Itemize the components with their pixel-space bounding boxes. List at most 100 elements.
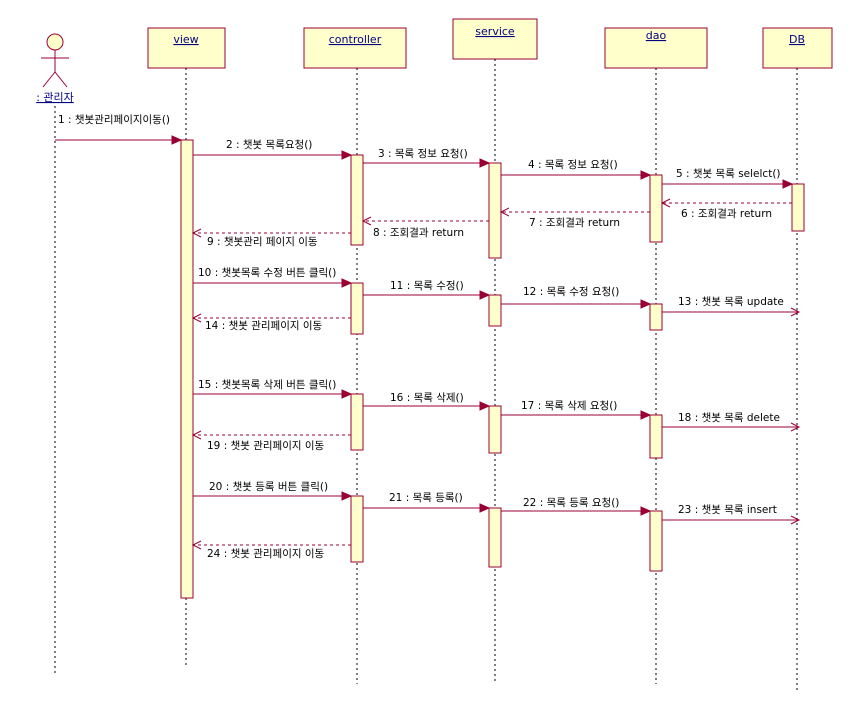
arrowhead-filled-icon: [479, 401, 491, 411]
message-label: 13 : 챗봇 목록 update: [678, 296, 784, 308]
arrowhead-filled-icon: [479, 158, 491, 168]
message-label: 17 : 목록 삭제 요청(): [521, 400, 617, 412]
message-4: 4 : 목록 정보 요청(): [501, 159, 652, 180]
arrowhead-open-icon: [790, 515, 801, 525]
activation-bar: [649, 174, 663, 243]
participant-dao: dao: [604, 27, 708, 684]
message-label: 11 : 목록 수정(): [390, 280, 464, 292]
message-11: 11 : 목록 수정(): [363, 280, 491, 300]
activation-bar: [791, 183, 805, 232]
arrowhead-filled-icon: [479, 290, 491, 300]
message-label: 10 : 챗봇목록 수정 버튼 클릭(): [198, 267, 336, 279]
message-17: 17 : 목록 삭제 요청(): [501, 400, 652, 420]
participant-name: dao: [646, 29, 667, 42]
activation-bar: [649, 303, 663, 331]
arrowhead-filled-icon: [341, 150, 353, 160]
activation-bar: [350, 495, 364, 563]
message-label: 2 : 챗봇 목록요청(): [226, 139, 312, 151]
activation-bar: [350, 154, 364, 246]
message-label: 18 : 챗봇 목록 delete: [678, 412, 780, 424]
message-10: 10 : 챗봇목록 수정 버튼 클릭(): [193, 267, 353, 288]
message-16: 16 : 목록 삭제(): [363, 392, 491, 411]
message-label: 20 : 챗봇 등록 버튼 클릭(): [209, 481, 328, 493]
message-label: 19 : 챗봇 관리페이지 이동: [207, 440, 325, 452]
participant-view: view: [147, 27, 226, 665]
message-label: 22 : 목록 등록 요청(): [523, 497, 619, 509]
activation-bar: [350, 393, 364, 451]
participant-name: DB: [789, 33, 805, 46]
arrowhead-open-icon: [790, 307, 801, 317]
activation-bar: [649, 414, 663, 459]
message-label: 23 : 챗봇 목록 insert: [678, 504, 777, 516]
message-13: 13 : 챗봇 목록 update: [662, 296, 801, 317]
actor-admin: : 관리자: [36, 33, 74, 676]
message-label: 12 : 목록 수정 요청(): [523, 286, 619, 298]
activation-bar: [488, 294, 502, 327]
participant-service: service: [452, 18, 538, 684]
arrowhead-filled-icon: [341, 491, 353, 501]
message-label: 6 : 조회결과 return: [681, 208, 772, 220]
message-label: 24 : 챗봇 관리페이지 이동: [207, 548, 325, 560]
actor-head-icon: [46, 33, 64, 51]
message-5: 5 : 챗봇 목록 selelct(): [662, 168, 794, 189]
arrowhead-filled-icon: [341, 278, 353, 288]
message-18: 18 : 챗봇 목록 delete: [662, 412, 801, 432]
message-14: 14 : 챗봇 관리페이지 이동: [191, 313, 351, 332]
message-label: 4 : 목록 정보 요청(): [528, 159, 618, 171]
message-label: 14 : 챗봇 관리페이지 이동: [205, 320, 323, 332]
message-label: 15 : 챗봇목록 삭제 버튼 클릭(): [198, 379, 336, 391]
message-12: 12 : 목록 수정 요청(): [501, 286, 652, 309]
activation-bar: [649, 510, 663, 572]
activation-bar: [488, 162, 502, 259]
arrowhead-filled-icon: [640, 299, 652, 309]
message-label: 5 : 챗봇 목록 selelct(): [676, 168, 781, 180]
message-3: 3 : 목록 정보 요청(): [363, 148, 491, 168]
arrowhead-filled-icon: [782, 179, 794, 189]
arrowhead-open-icon: [191, 228, 202, 238]
activation-bar: [180, 139, 194, 599]
participant-db: DB: [762, 27, 833, 690]
message-8: 8 : 조회결과 return: [361, 216, 489, 239]
arrowhead-filled-icon: [171, 135, 183, 145]
message-label: 9 : 챗봇관리 페이지 이동: [207, 236, 318, 248]
message-22: 22 : 목록 등록 요청(): [501, 497, 652, 516]
activations: [180, 139, 805, 599]
message-1: 1 : 챗봇관리페이지이동(): [55, 114, 183, 145]
message-24: 24 : 챗봇 관리페이지 이동: [191, 540, 351, 560]
arrowhead-open-icon: [191, 430, 202, 440]
arrowhead-filled-icon: [341, 389, 353, 399]
arrowhead-open-icon: [499, 207, 510, 217]
message-label: 3 : 목록 정보 요청(): [378, 148, 468, 160]
actor-name: : 관리자: [36, 91, 74, 104]
message-label: 21 : 목록 등록(): [389, 492, 463, 504]
arrowhead-filled-icon: [640, 170, 652, 180]
arrowhead-open-icon: [660, 198, 671, 208]
messages: 1 : 챗봇관리페이지이동() 2 : 챗봇 목록요청() 3 : 목록 정보 요청…: [55, 114, 801, 560]
message-15: 15 : 챗봇목록 삭제 버튼 클릭(): [193, 379, 353, 399]
message-9: 9 : 챗봇관리 페이지 이동: [191, 228, 351, 248]
arrowhead-open-icon: [191, 313, 202, 323]
message-label: 16 : 목록 삭제(): [390, 392, 464, 404]
arrowhead-open-icon: [361, 216, 372, 226]
message-label: 1 : 챗봇관리페이지이동(): [58, 114, 170, 126]
participant-name: service: [475, 25, 515, 38]
message-19: 19 : 챗봇 관리페이지 이동: [191, 430, 351, 452]
message-20: 20 : 챗봇 등록 버튼 클릭(): [193, 481, 353, 501]
arrowhead-filled-icon: [479, 503, 491, 513]
arrowhead-filled-icon: [640, 506, 652, 516]
message-label: 8 : 조회결과 return: [373, 227, 464, 239]
message-label: 7 : 조회결과 return: [529, 217, 620, 229]
message-2: 2 : 챗봇 목록요청(): [193, 139, 353, 160]
activation-bar: [350, 282, 364, 335]
activation-bar: [488, 507, 502, 568]
participant-controller: controller: [303, 27, 407, 684]
message-7: 7 : 조회결과 return: [499, 207, 650, 229]
participant-name: controller: [329, 33, 382, 46]
message-21: 21 : 목록 등록(): [363, 492, 491, 513]
arrowhead-filled-icon: [640, 410, 652, 420]
arrowhead-open-icon: [790, 422, 801, 432]
arrowhead-open-icon: [191, 540, 202, 550]
message-23: 23 : 챗봇 목록 insert: [662, 504, 801, 525]
message-6: 6 : 조회결과 return: [660, 198, 792, 220]
